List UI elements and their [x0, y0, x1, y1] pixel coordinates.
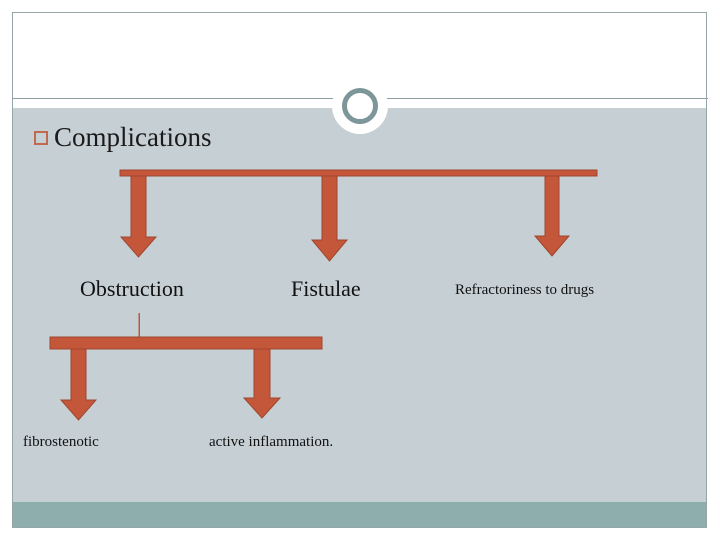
page-title-label: Complications	[54, 122, 212, 152]
page-title: Complications	[34, 124, 212, 151]
diagram-label-obstruction: Obstruction	[80, 276, 184, 301]
square-bullet-icon	[34, 130, 48, 145]
diagram-label-fistulae: Fistulae	[291, 276, 361, 301]
diagram-label-refractoriness-to-drugs: Refractoriness to drugs	[455, 282, 595, 298]
diagram-label-active-inflammation: active inflammation.	[209, 434, 334, 450]
slide-body-background	[13, 108, 706, 502]
diagram-label-fibrostenotic: fibrostenotic	[23, 434, 99, 450]
decorative-ring-icon	[342, 88, 378, 124]
footer-accent-band	[13, 502, 706, 527]
